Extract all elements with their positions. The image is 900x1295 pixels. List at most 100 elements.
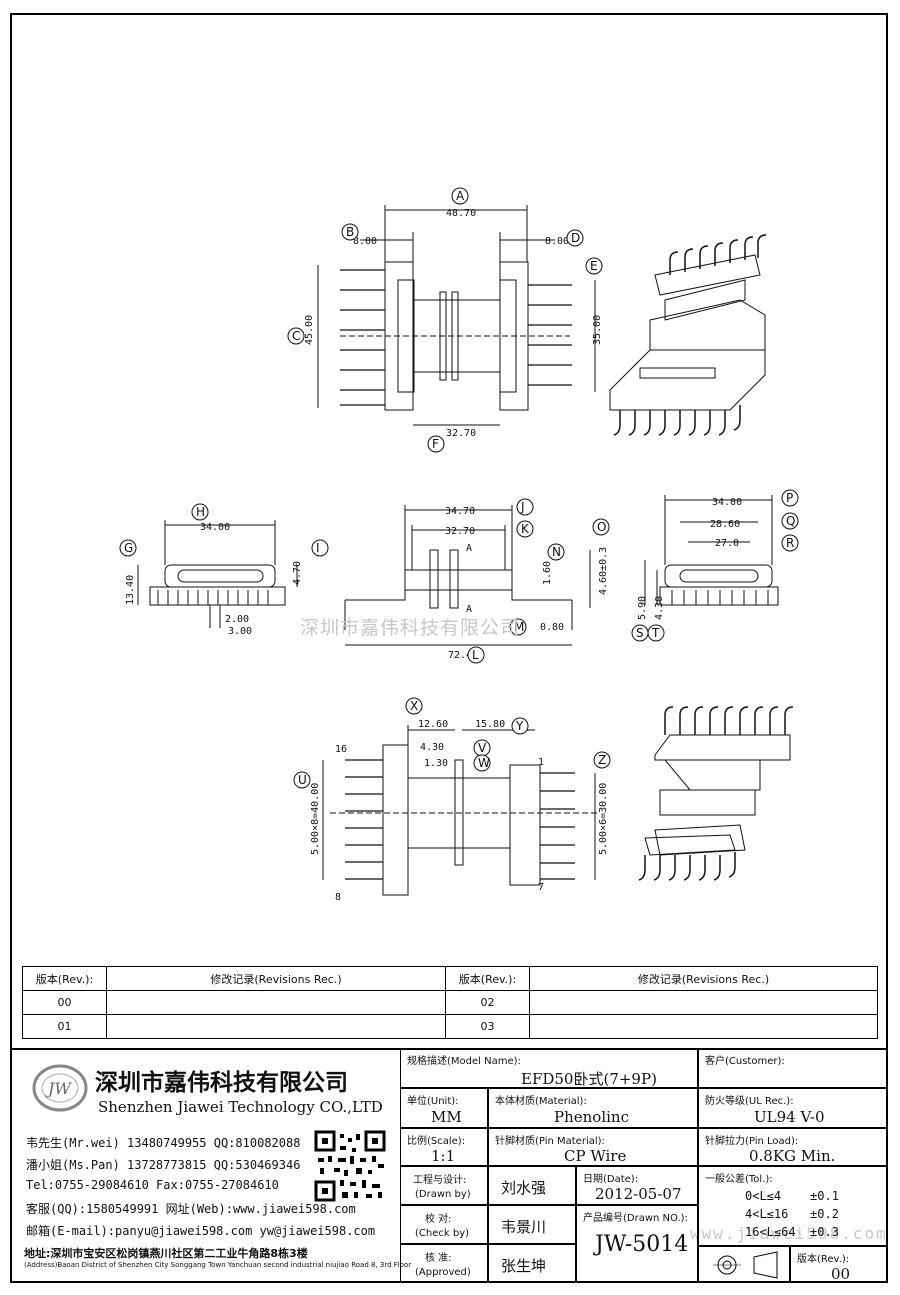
material-label: 本体材质(Material):	[495, 1096, 587, 1107]
ref-label-e: E	[590, 259, 598, 273]
watermark-url: www.jiawei598.com	[690, 1224, 888, 1243]
tb-date-cell: 日期(Date): 2012-05-07	[576, 1166, 698, 1205]
ref-label-a: A	[456, 189, 465, 203]
ref-circle-y	[511, 717, 529, 735]
rev-cell	[106, 1014, 446, 1039]
dim-a: 48.70	[446, 208, 476, 219]
tb-drawn-label-cell: 工程与设计: (Drawn by)	[400, 1166, 488, 1205]
company-name-cn: 深圳市嘉伟科技有限公司	[95, 1069, 348, 1096]
ref-circle-l	[467, 646, 485, 664]
rev-value: 00	[831, 1265, 851, 1283]
logo-text: JW	[45, 1079, 72, 1098]
ref-label-r: R	[786, 536, 794, 550]
ref-label-w: W	[478, 756, 490, 770]
ref-circle-f	[427, 435, 445, 453]
bottom-view	[322, 725, 600, 896]
tb-drawn-cell: 刘水强	[488, 1166, 576, 1205]
dim-w: 1.30	[424, 758, 448, 769]
rev-label: 版本(Rev.):	[797, 1254, 850, 1265]
ref-label-l: L	[472, 648, 479, 662]
ref-circle-w	[473, 754, 491, 772]
dim-v: 4.30	[420, 742, 444, 753]
check-label-en: (Check by)	[415, 1228, 470, 1239]
ref-label-m: M	[514, 620, 524, 634]
ref-label-i: I	[316, 541, 320, 555]
pin-number-8: 8	[335, 892, 341, 903]
dim-n: 1.60	[542, 561, 553, 585]
rev-rec-header-2: 修改记录(Revisions Rec.)	[529, 966, 878, 991]
dim-o: 4.60±0.3	[598, 547, 609, 595]
rev-header: 版本(Rev.):	[22, 966, 107, 991]
ref-circle-u	[293, 771, 311, 789]
scale-label: 比例(Scale):	[407, 1136, 466, 1147]
ref-circle-a	[451, 187, 469, 205]
dim-q: 28.60	[710, 519, 740, 530]
technical-drawing: 48.70 8.00 8.00 45.00 35.00 32.70 34.00 …	[119, 187, 799, 903]
dim-d: 8.00	[545, 236, 569, 247]
rev-cell	[529, 990, 878, 1015]
ref-label-z: Z	[598, 753, 606, 767]
dim-r: 27.0	[715, 538, 739, 549]
ref-label-c: C	[292, 329, 300, 343]
ul-value: UL94 V-0	[754, 1108, 825, 1126]
tb-unit-cell: 单位(Unit): MM	[400, 1088, 488, 1128]
ref-circle-r	[781, 534, 799, 552]
ref-label-h: H	[196, 505, 205, 519]
ref-label-o: O	[597, 520, 606, 534]
ref-label-t: T	[651, 626, 660, 640]
tb-drawn-no-cell: 产品编号(Drawn NO.): JW-5014	[576, 1205, 698, 1283]
pin-number-16: 16	[335, 744, 347, 755]
ref-label-u: U	[298, 773, 307, 787]
tb-check-label-cell: 校 对: (Check by)	[400, 1205, 488, 1244]
ref-label-d: D	[571, 231, 580, 245]
ref-label-n: N	[552, 545, 561, 559]
drawn-label: 工程与设计:	[413, 1175, 467, 1186]
ref-circle-x	[405, 697, 423, 715]
pin-load-label: 针脚拉力(Pin Load):	[705, 1136, 799, 1147]
pin-number-7: 7	[538, 882, 544, 893]
check-label: 校 对:	[425, 1214, 452, 1225]
tb-material-cell: 本体材质(Material): Phenolinc	[488, 1088, 698, 1128]
ref-circle-h	[191, 503, 209, 521]
tb-customer-cell: 客户(Customer):	[698, 1048, 888, 1088]
material-value: Phenolinc	[554, 1108, 629, 1126]
ref-label-k: K	[521, 522, 530, 536]
tol-row-2: 4<L≤16 ±0.2	[745, 1207, 839, 1221]
tb-approved-cell: 张生坤	[488, 1244, 576, 1283]
rev-header-2: 版本(Rev.):	[445, 966, 530, 991]
customer-label: 客户(Customer):	[705, 1056, 785, 1067]
tb-rev-cell: 版本(Rev.): 00	[790, 1246, 888, 1283]
contact-qq-web: 客服(QQ):1580549991 网址(Web):www.jiawei598.…	[26, 1202, 356, 1216]
ref-label-q: Q	[786, 514, 795, 528]
ref-circle-m	[509, 618, 527, 636]
address-cn: 地址:深圳市宝安区松岗镇燕川社区第二工业牛角路8栋3楼	[24, 1247, 308, 1260]
tol-row-3: 16<L≤64 ±0.3	[745, 1225, 839, 1239]
dim-c: 45.00	[304, 315, 315, 345]
ref-label-y: Y	[515, 719, 524, 733]
revision-table: 版本(Rev.): 修改记录(Revisions Rec.) 版本(Rev.):…	[22, 966, 878, 1039]
front-view-right	[644, 495, 779, 606]
dim-m: 0.80	[540, 622, 564, 633]
ref-label-s: S	[636, 626, 644, 640]
ref-label-v: V	[478, 741, 487, 755]
dim-x: 12.60	[418, 719, 448, 730]
unit-value: MM	[431, 1108, 462, 1126]
rev-cell: 01	[22, 1014, 107, 1039]
contact-wei: 韦先生(Mr.wei) 13480749955 QQ:810082088	[26, 1136, 301, 1150]
ref-label-f: F	[432, 437, 439, 451]
tb-ul-cell: 防火等级(UL Rec.): UL94 V-0	[698, 1088, 888, 1128]
ref-label-p: P	[786, 491, 793, 505]
pin-material-label: 针脚材质(Pin Material):	[495, 1136, 605, 1147]
ref-circle-o	[592, 518, 610, 536]
tb-scale-cell: 比例(Scale): 1:1	[400, 1128, 488, 1166]
approved-label: 核 准:	[425, 1253, 452, 1264]
tb-pin-material-cell: 针脚材质(Pin Material): CP Wire	[488, 1128, 698, 1166]
dim-i: 4.70	[292, 561, 303, 585]
front-view-left	[137, 520, 298, 628]
date-value: 2012-05-07	[595, 1185, 682, 1203]
dim-u: 5.00×8=40.00	[310, 783, 321, 855]
ref-circle-g	[119, 539, 137, 557]
scale-value: 1:1	[431, 1147, 456, 1165]
drawn-no-value: JW-5014	[595, 1232, 689, 1257]
